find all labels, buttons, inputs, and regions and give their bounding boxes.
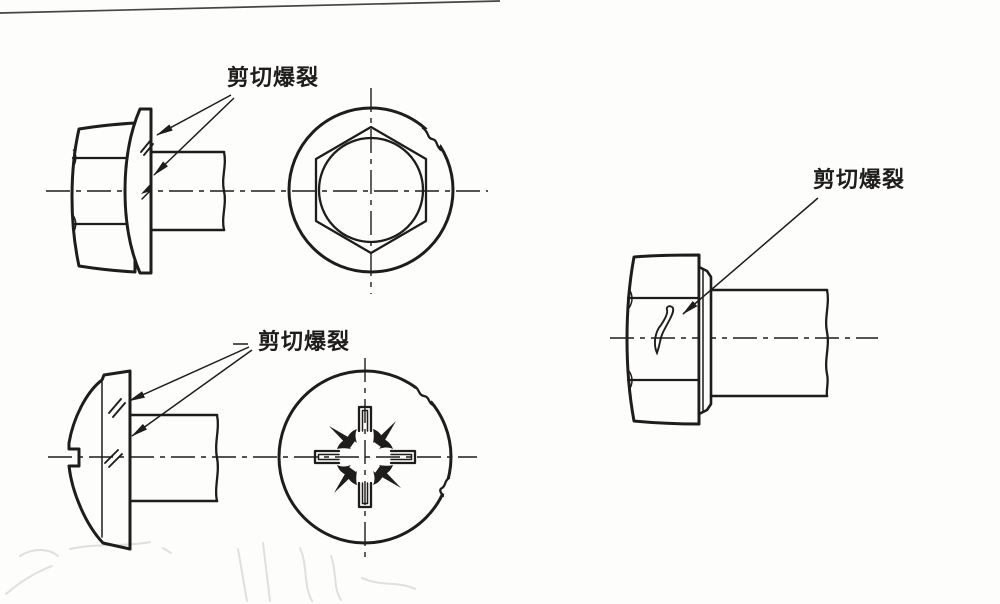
shear-burst-edge-notches xyxy=(412,384,454,498)
hex-head xyxy=(625,253,701,426)
head-outline-circle xyxy=(277,369,453,545)
screw-shank xyxy=(128,413,219,503)
pozidriv-recess-front-view xyxy=(277,358,454,563)
hex-head xyxy=(70,121,137,274)
shear-burst-crack-marks xyxy=(104,398,126,468)
shear-burst-label-bottom-left: 剪切爆裂 xyxy=(258,330,351,355)
leader-arrows xyxy=(128,343,253,437)
shear-burst-crack-mark xyxy=(653,305,675,356)
hex-flange-bolt-front-view xyxy=(287,88,455,294)
hexagon xyxy=(314,125,428,255)
pencil-smudges xyxy=(5,541,416,602)
break-line xyxy=(215,413,219,503)
scan-artifacts xyxy=(0,0,501,602)
chamfer-circle xyxy=(317,136,425,244)
shear-burst-label-right: 剪切爆裂 xyxy=(813,168,906,193)
hex-flange-bolt-side-view xyxy=(46,94,488,275)
hex-flange-bolt-head-crack-side-view xyxy=(610,197,878,426)
leader-arrow xyxy=(682,197,819,315)
shear-burst-label-top-left: 剪切爆裂 xyxy=(227,66,320,91)
bolt-shank xyxy=(709,288,829,398)
shear-burst-crack-marks xyxy=(140,140,154,200)
break-line xyxy=(825,288,829,398)
bolt-shank xyxy=(149,150,226,232)
flange-washer-face xyxy=(123,107,153,275)
flange-outline-circle xyxy=(287,106,455,274)
leader-arrows xyxy=(153,94,235,176)
pan-head-screw-side-view xyxy=(48,343,477,551)
break-line xyxy=(222,150,226,232)
page-edge-scan-line xyxy=(0,0,501,14)
flange-washer-face xyxy=(697,265,713,416)
pan-head xyxy=(67,369,132,551)
shear-burst-edge-notch xyxy=(420,126,443,152)
